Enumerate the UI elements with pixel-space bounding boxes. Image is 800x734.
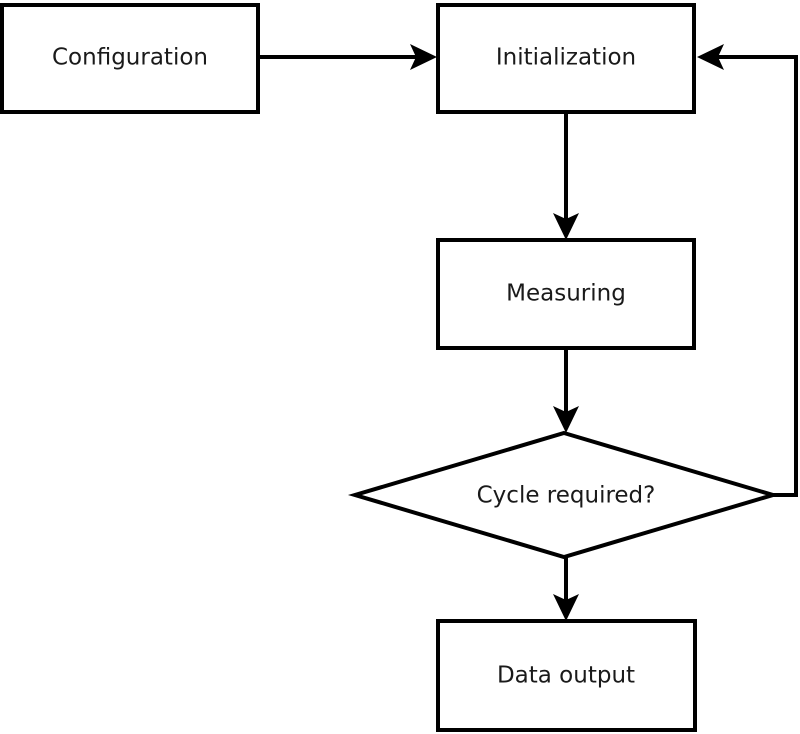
node-shape-rectangle bbox=[436, 619, 697, 732]
edge-configuration-to-initialization bbox=[258, 44, 437, 70]
node-label-initialization: Initialization bbox=[496, 45, 636, 71]
node-cycle-required[interactable]: Cycle required? bbox=[347, 430, 781, 560]
node-label-measuring: Measuring bbox=[506, 281, 626, 307]
edge-line bbox=[716, 55, 798, 497]
node-configuration[interactable]: Configuration bbox=[0, 3, 260, 114]
edge-initialization-to-measuring bbox=[553, 112, 579, 240]
node-shape-rectangle bbox=[0, 3, 260, 114]
node-measuring[interactable]: Measuring bbox=[436, 238, 696, 350]
edge-measuring-to-cycle-required bbox=[553, 348, 579, 433]
node-shape-rectangle bbox=[436, 3, 696, 114]
edge-cycle-required-to-data-output bbox=[553, 557, 579, 621]
arrowhead-icon bbox=[553, 406, 579, 433]
node-shape-diamond bbox=[347, 430, 781, 560]
node-initialization[interactable]: Initialization bbox=[436, 3, 696, 114]
edge-cycle-required-to-initialization-feedback bbox=[697, 44, 798, 497]
node-data-output[interactable]: Data output bbox=[436, 619, 697, 732]
node-label-data-output: Data output bbox=[497, 663, 635, 689]
arrowhead-icon bbox=[697, 44, 724, 70]
arrowhead-icon bbox=[410, 44, 437, 70]
node-label-cycle-required: Cycle required? bbox=[477, 483, 656, 509]
node-shape-rectangle bbox=[436, 238, 696, 350]
arrowhead-icon bbox=[553, 594, 579, 621]
arrowhead-icon bbox=[553, 213, 579, 240]
node-label-configuration: Configuration bbox=[52, 45, 208, 71]
